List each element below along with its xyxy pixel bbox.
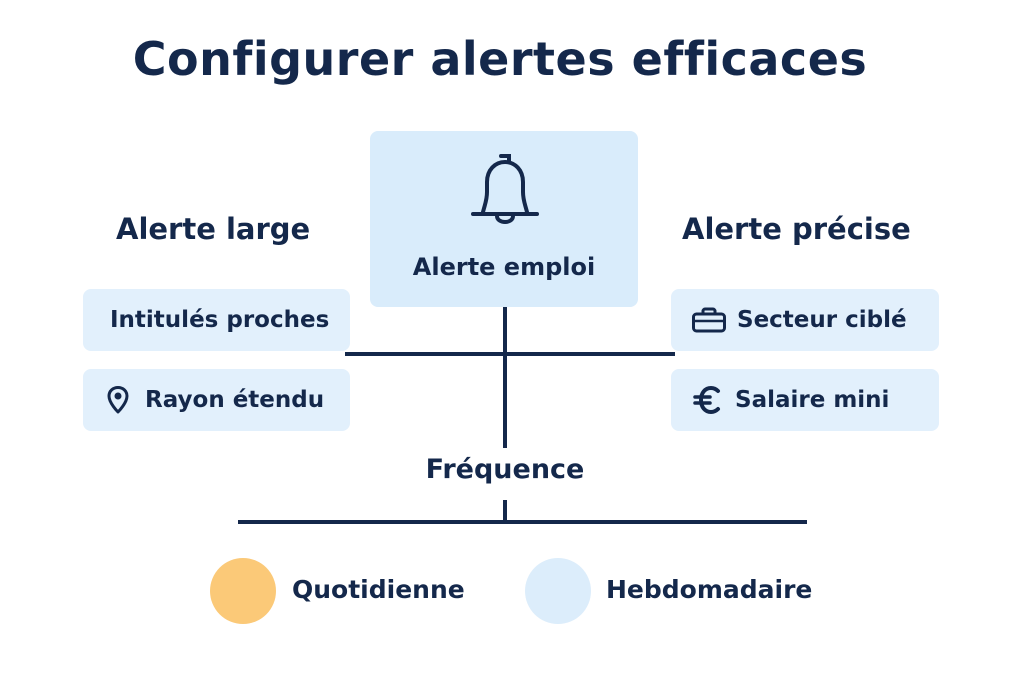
job-alert-label: Alerte emploi	[412, 253, 596, 281]
chip-similar-titles: Intitulés proches	[83, 289, 350, 351]
job-alert-box: Alerte emploi	[370, 131, 638, 307]
daily-color-dot	[210, 558, 276, 624]
broad-alert-heading: Alerte large	[116, 212, 311, 246]
euro-icon	[693, 386, 720, 414]
chip-minimum-salary: Salaire mini	[671, 369, 939, 431]
weekly-label: Hebdomadaire	[606, 575, 813, 604]
chip-label: Salaire mini	[735, 387, 890, 413]
daily-label: Quotidienne	[292, 575, 465, 604]
weekly-color-dot	[525, 558, 591, 624]
briefcase-icon	[692, 307, 726, 333]
map-pin-icon	[107, 386, 129, 414]
diagram-title: Configurer alertes efficaces	[132, 32, 868, 86]
chip-label: Rayon étendu	[145, 387, 325, 413]
frequency-label: Fréquence	[425, 454, 585, 485]
chip-extended-radius: Rayon étendu	[83, 369, 350, 431]
chip-label: Intitulés proches	[110, 307, 330, 333]
bell-icon	[471, 154, 539, 224]
chip-label: Secteur ciblé	[737, 307, 907, 333]
chip-targeted-sector: Secteur ciblé	[671, 289, 939, 351]
precise-alert-heading: Alerte précise	[682, 212, 911, 246]
